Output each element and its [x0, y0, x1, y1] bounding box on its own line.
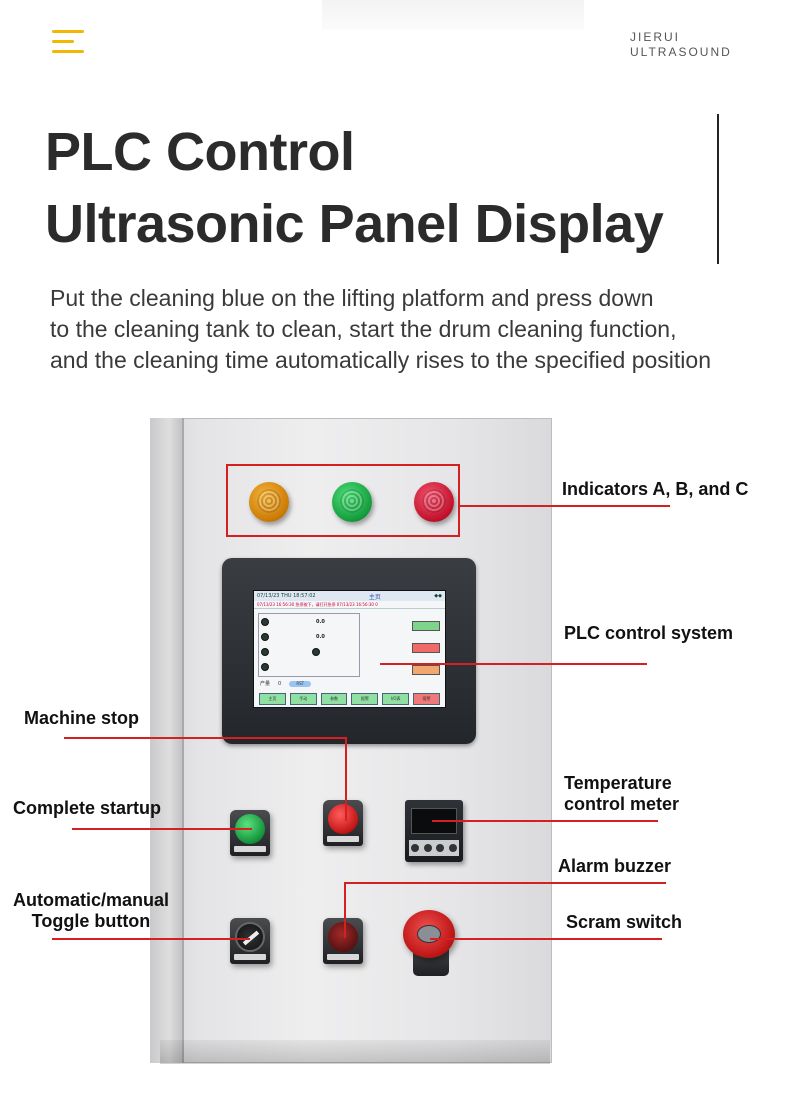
hmi-orange-button[interactable] [412, 665, 440, 675]
callout-line-toggle [52, 938, 250, 940]
title-line2: Ultrasonic Panel Display [45, 194, 664, 254]
status-dot-icon [261, 663, 269, 671]
brand-line2: ULTRASOUND [630, 45, 732, 59]
complete-startup-button[interactable] [230, 810, 270, 856]
scram-switch[interactable] [403, 910, 457, 976]
brand-logo: JIERUI ULTRASOUND [630, 30, 732, 60]
title-line1: PLC Control [45, 122, 355, 182]
description-line1: Put the cleaning blue on the lifting pla… [50, 285, 654, 311]
label-machine-stop: Machine stop [24, 708, 140, 728]
hmi-screen[interactable]: 07/13/23 THU 18:57:02 主页 ◆◆ 07/13/23 16:… [253, 590, 446, 708]
callout-line-machine-stop [64, 737, 346, 739]
callout-line-startup [72, 828, 252, 830]
status-dot-icon [312, 648, 320, 656]
hmi-nav-params[interactable]: 参数 [320, 693, 348, 705]
page-title: PLC Control Ultrasonic Panel Display [45, 116, 664, 260]
hmi-red-button[interactable] [412, 643, 440, 653]
hmi-body: 0.0 0.0 产量 0 RST [254, 609, 445, 691]
hmi-row [261, 618, 271, 626]
auto-manual-toggle-button[interactable] [230, 918, 270, 964]
hmi-row [312, 648, 322, 656]
hmi-nav-io[interactable]: I/O表 [382, 693, 410, 705]
callout-line-buzzer-vertical [344, 882, 346, 938]
reset-button[interactable]: RST [289, 680, 312, 687]
brand-line1: JIERUI [630, 30, 681, 44]
menu-icon[interactable] [52, 30, 86, 56]
callout-line-plc [380, 663, 647, 665]
count-value: 0 [278, 680, 282, 687]
title-divider [717, 114, 719, 264]
description-line2: to the cleaning tank to clean, start the… [50, 316, 677, 342]
label-toggle-line2: Toggle button [31, 911, 151, 931]
cabinet-shadow [160, 1040, 550, 1064]
callout-line-scram [430, 938, 662, 940]
callout-line-indicators [460, 505, 670, 507]
callout-line-machine-stop-vertical [345, 737, 347, 821]
indicator-lamp-c [414, 482, 454, 522]
meter-keys [409, 840, 459, 856]
callout-line-buzzer [344, 882, 666, 884]
hmi-value: 0.0 [316, 634, 325, 640]
alarm-buzzer [323, 918, 363, 964]
hmi-nav-alarm-red[interactable]: 报警 [413, 693, 440, 705]
hmi-title: 主页 [368, 593, 381, 601]
callout-line-temperature [432, 820, 658, 822]
hmi-nav-alarm[interactable]: 报警 [351, 693, 379, 705]
hmi-nav-home[interactable]: 主页 [259, 693, 286, 705]
indicator-lamp-b [332, 482, 372, 522]
label-temperature-line1: Temperature [564, 773, 672, 793]
label-alarm-buzzer: Alarm buzzer [558, 856, 672, 876]
description-line3: and the cleaning time automatically rise… [50, 347, 711, 373]
hmi-status-panel [258, 613, 360, 677]
description: Put the cleaning blue on the lifting pla… [50, 283, 770, 376]
hmi-counter: 产量 0 RST [260, 680, 312, 687]
temperature-control-meter[interactable] [405, 800, 463, 862]
hmi-row [261, 648, 271, 656]
hmi-nav-bar: 主页 手动 参数 报警 I/O表 报警 [254, 691, 445, 707]
hmi-status-bar: 07/13/23 THU 18:57:02 主页 ◆◆ [254, 591, 445, 601]
indicators-highlight-box [226, 464, 460, 537]
label-plc: PLC control system [564, 623, 734, 643]
hmi-value: 0.0 [316, 619, 325, 625]
label-complete-startup: Complete startup [13, 798, 162, 818]
label-toggle-line1: Automatic/manual [12, 890, 170, 910]
label-toggle: Automatic/manual Toggle button [6, 890, 176, 932]
hmi-alarm-ticker: 07/13/23 16:56:30 急停按下，请打开急停 07/13/23 16… [254, 601, 445, 609]
status-dot-icon [261, 648, 269, 656]
label-temperature-line2: control meter [564, 794, 680, 814]
machine-stop-button[interactable] [323, 800, 363, 846]
hmi-nav-manual[interactable]: 手动 [289, 693, 317, 705]
hmi-datetime: 07/13/23 THU 18:57:02 [257, 593, 316, 599]
emergency-stop-icon [403, 910, 455, 958]
label-indicators: Indicators A, B, and C [562, 479, 749, 499]
label-scram: Scram switch [566, 912, 683, 932]
hmi-row [261, 633, 271, 641]
status-dot-icon [261, 618, 269, 626]
hmi-logo-icon: ◆◆ [434, 593, 442, 599]
indicator-lamp-a [249, 482, 289, 522]
hmi-green-button[interactable] [412, 621, 440, 631]
count-label: 产量 [260, 681, 271, 687]
cabinet-side [150, 418, 184, 1063]
status-dot-icon [261, 633, 269, 641]
hmi-row [261, 663, 271, 671]
top-glare [322, 0, 584, 30]
label-temperature: Temperature control meter [564, 773, 679, 815]
